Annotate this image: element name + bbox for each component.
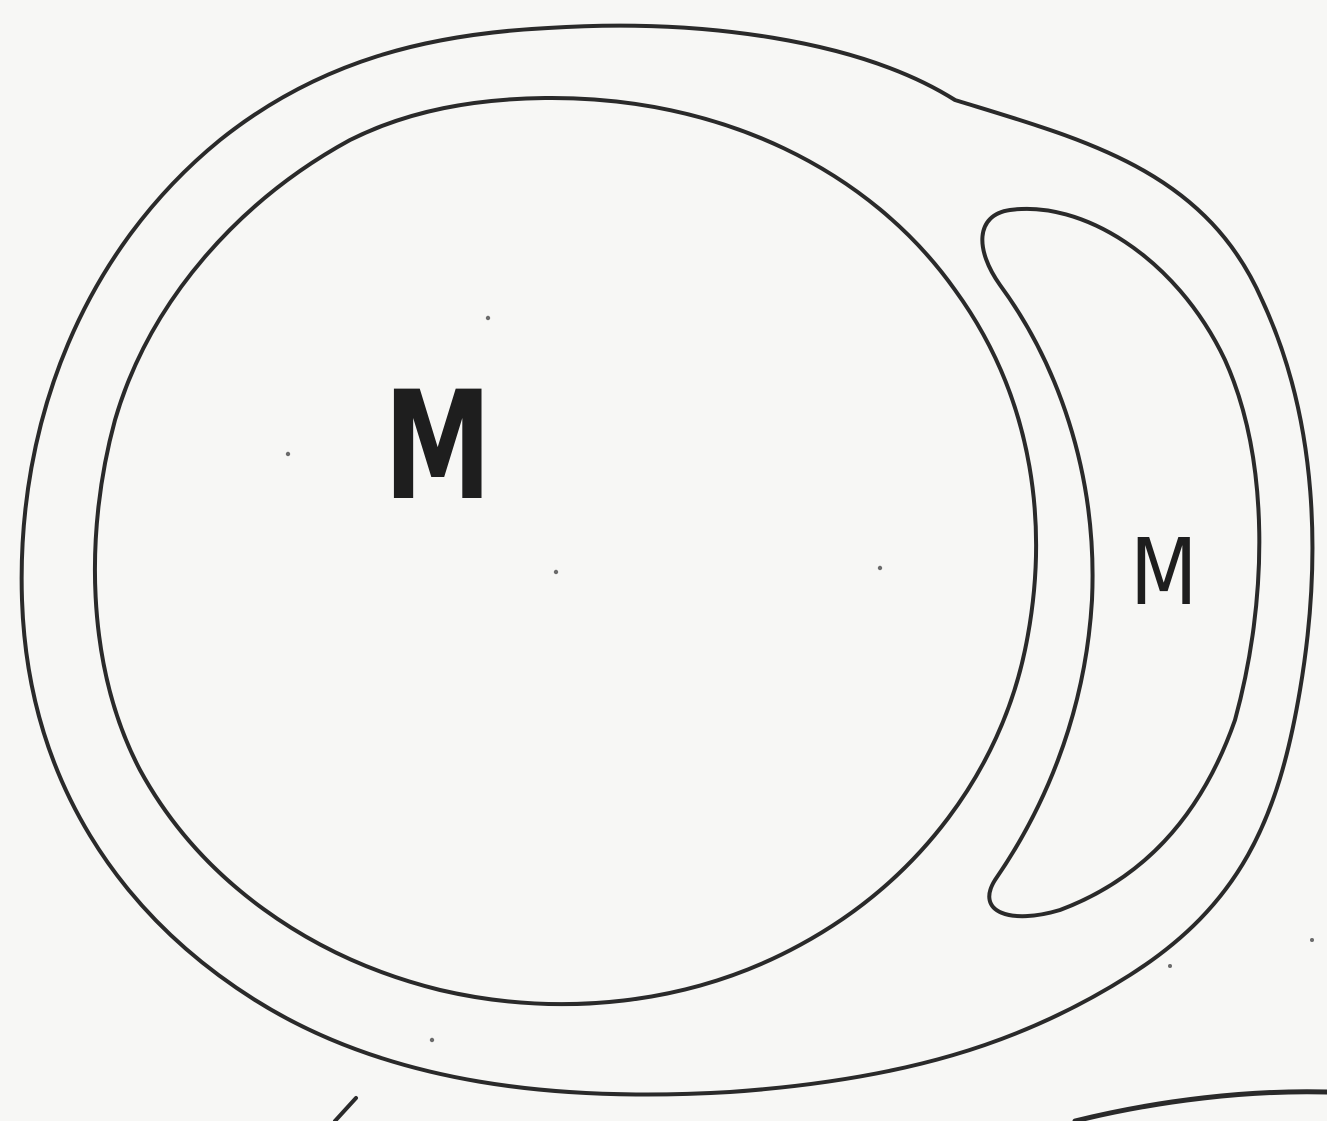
- scan-speck: [554, 570, 558, 574]
- scan-speck: [486, 316, 490, 320]
- secondary-compartment-lumen: [982, 209, 1259, 916]
- bottom-right-curve-fragment: [1075, 1092, 1327, 1121]
- outer-wall: [22, 26, 1313, 1095]
- scan-speck: [286, 452, 290, 456]
- scan-speck: [430, 1038, 434, 1042]
- bottom-left-tick-fragment: [335, 1098, 356, 1121]
- scan-speck: [1168, 964, 1172, 968]
- scan-speck: [1310, 938, 1314, 942]
- main-compartment-lumen: [95, 98, 1036, 1004]
- secondary-compartment-label: M: [1130, 527, 1197, 619]
- main-compartment-label: M: [384, 372, 491, 522]
- scan-speck: [878, 566, 882, 570]
